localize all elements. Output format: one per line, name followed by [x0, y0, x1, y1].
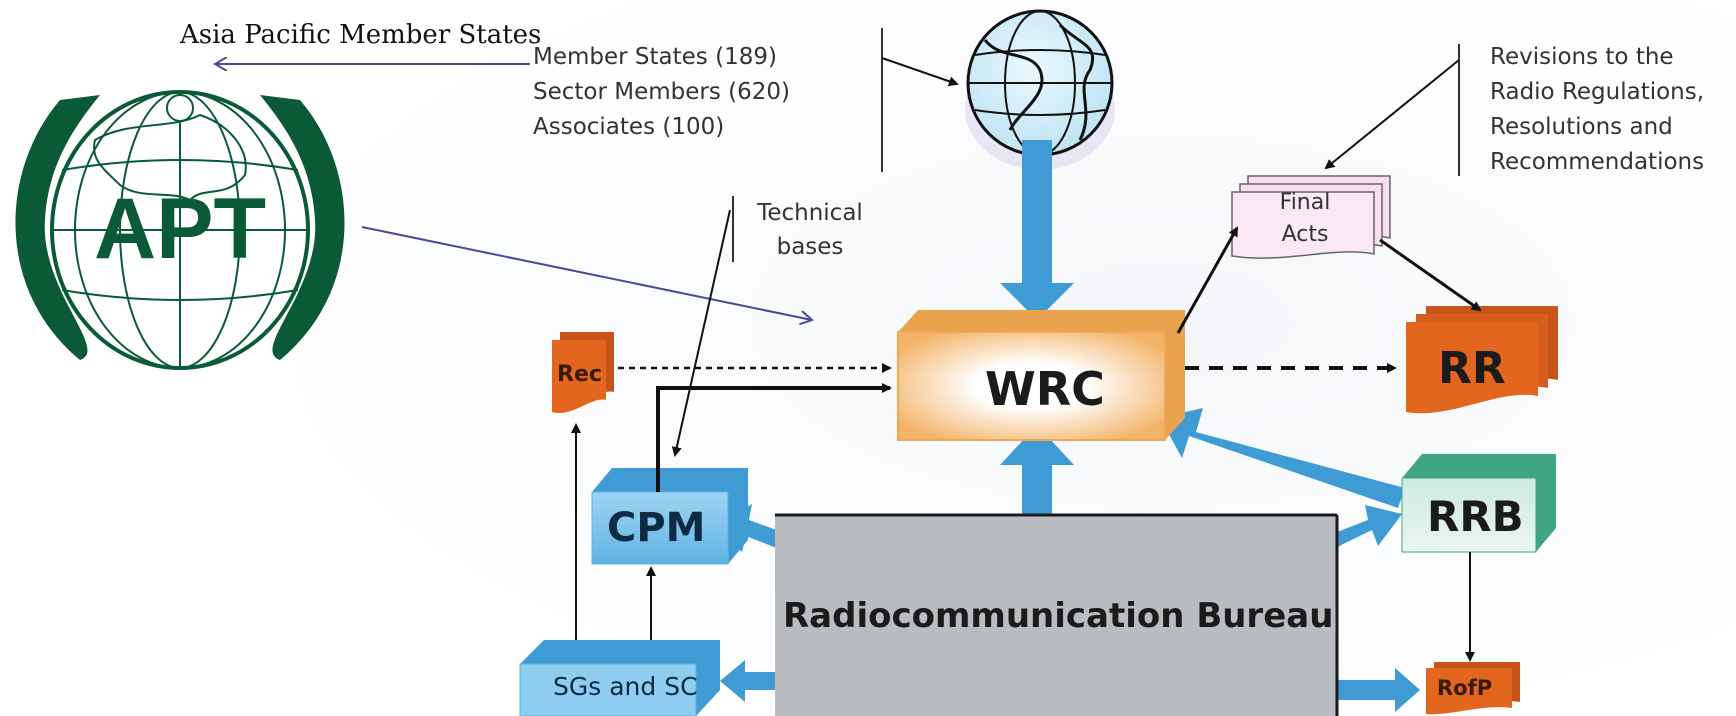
connectors: [571, 226, 1482, 662]
revisions-line-4: Recommendations: [1490, 149, 1705, 175]
rrb-label: RRB: [1427, 492, 1524, 541]
sector-members-label: Sector Members (620): [533, 79, 790, 105]
rofp-doc: [1426, 662, 1520, 715]
membership-list: Member States (189) Sector Members (620)…: [533, 40, 790, 145]
wrc-label: WRC: [985, 362, 1105, 416]
revisions-text: Revisions to the Radio Regulations, Reso…: [1490, 40, 1704, 180]
apt-logo: APT: [15, 90, 345, 370]
cpm-label: CPM: [607, 505, 706, 551]
member-states-label: Member States (189): [533, 44, 777, 70]
wrc-box: [897, 310, 1185, 441]
globe-icon: [965, 9, 1115, 170]
technical-arrow: [671, 209, 731, 457]
rr-label: RR: [1438, 343, 1506, 394]
svg-text:APT: APT: [94, 181, 266, 277]
rrb-to-wrc-arrow: [1160, 408, 1405, 508]
cpm-box: [591, 468, 748, 565]
rec-label: Rec: [557, 362, 602, 387]
revisions-arrow: [1324, 59, 1460, 170]
bureau-label: Radiocommunication Bureau: [783, 596, 1334, 636]
members-to-globe-arrow: [881, 57, 959, 87]
final-acts-doc: [1231, 175, 1391, 259]
technical-bases-line-1: Technical: [757, 200, 863, 226]
globe-to-wrc-arrow: [1000, 140, 1074, 320]
revisions-line-3: Resolutions and: [1490, 114, 1673, 140]
rr-doc: [1406, 306, 1558, 414]
pointer-arrow-to-diagram: [361, 226, 812, 320]
bureau-box: [775, 513, 1339, 716]
sgs-box: [519, 640, 720, 716]
rofp-label: RofP: [1437, 676, 1493, 700]
revisions-line-2: Radio Regulations,: [1490, 79, 1705, 105]
rrb-box: [1401, 454, 1556, 553]
revisions-line-1: Revisions to the: [1490, 44, 1674, 70]
sgs-label: SGs and SC: [553, 672, 698, 701]
technical-bases-line-2: bases: [776, 234, 844, 260]
cpm-to-wrc-line: [656, 383, 892, 492]
rec-doc: [552, 332, 614, 414]
technical-bases-label: Technical bases: [720, 196, 900, 264]
wrc-to-final-acts: [1176, 226, 1239, 334]
bureau-to-sgs-arrow: [720, 660, 787, 702]
final-acts-to-rr: [1379, 238, 1482, 312]
apt-caption: Asia Pacific Member States: [180, 20, 542, 50]
bureau-to-wrc-arrow: [1000, 425, 1074, 545]
bureau-to-rofp-arrow: [1315, 668, 1420, 712]
associates-label: Associates (100): [533, 114, 725, 140]
final-acts-line-2: Acts: [1281, 222, 1329, 247]
final-acts-label: Final Acts: [1255, 187, 1355, 251]
final-acts-line-1: Final: [1279, 190, 1331, 215]
